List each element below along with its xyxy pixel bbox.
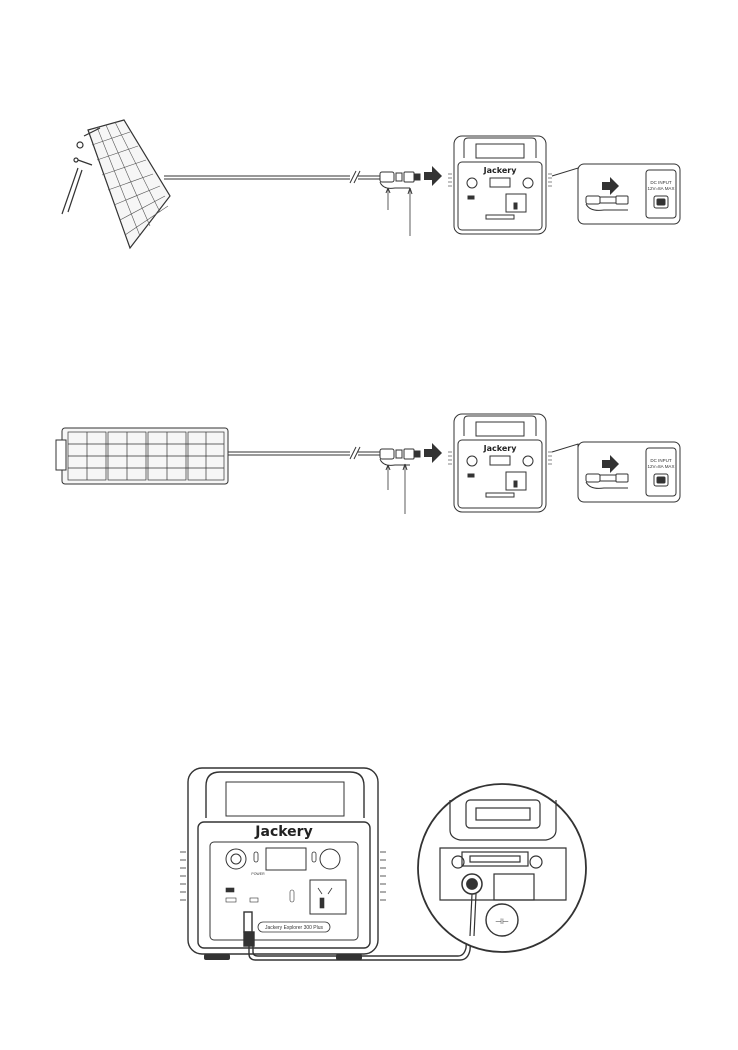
diagram-3-car-charger: Jackery POWER Jackery Explorer 300 Plus: [180, 768, 586, 960]
solar-cable-1: [164, 171, 380, 183]
foldable-solar-panel: [62, 120, 170, 248]
station-model-label: Jackery Explorer 300 Plus: [265, 925, 324, 931]
station-brand-2: Jackery: [483, 444, 518, 453]
cable-connectors-2: [380, 449, 420, 514]
flat-solar-panel: [56, 428, 228, 484]
power-button-label: POWER: [251, 872, 265, 876]
dc-input-rating-2: 12V=8A MAX: [648, 464, 675, 469]
diagram-2-flat-panel: Jackery DC INPUT 12V=8A MAX: [56, 414, 680, 514]
socket-symbol-icon: ⊣⊢: [495, 917, 509, 926]
zoom-callout-car-socket: ⊣⊢: [418, 784, 586, 952]
right-arrow-icon: [424, 166, 442, 186]
power-station-2: Jackery: [448, 414, 552, 512]
station-brand-1: Jackery: [483, 166, 518, 175]
power-station-large: Jackery POWER Jackery Explorer 300 Plus: [180, 768, 386, 960]
dc-input-text-2: DC INPUT: [650, 458, 672, 463]
right-arrow-icon: [424, 443, 442, 463]
callout-dc-input-2: DC INPUT 12V=8A MAX: [552, 442, 680, 502]
diagram-1-foldable-panel: Jackery DC INPUT 12V=8A MAX: [62, 120, 680, 248]
cable-connectors-1: [380, 172, 420, 236]
power-station-1: Jackery: [448, 136, 552, 234]
dc-input-rating-1: 12V=8A MAX: [648, 186, 675, 191]
solar-cable-2: [228, 447, 380, 459]
dc-input-text-1: DC INPUT: [650, 180, 672, 185]
station-brand-large: Jackery: [254, 824, 312, 840]
callout-dc-input-1: DC INPUT 12V=8A MAX: [552, 164, 680, 224]
